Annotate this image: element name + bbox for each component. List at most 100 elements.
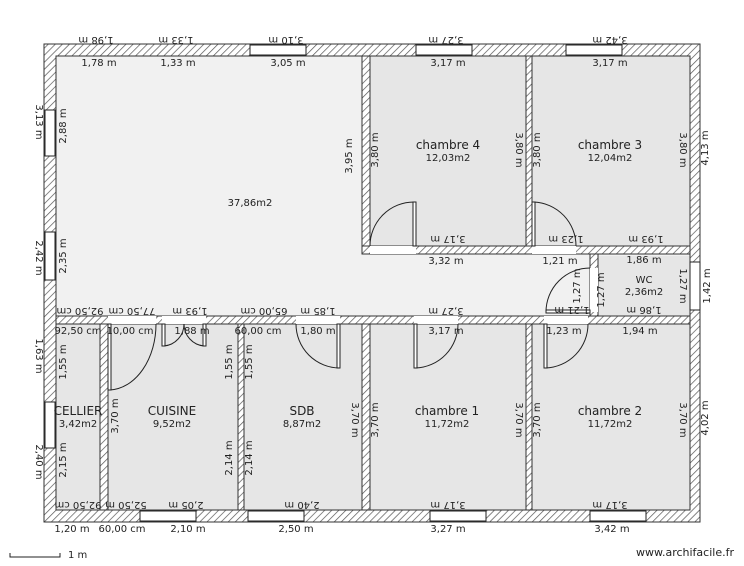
dim-left-outer-3: 1,63 m [33, 338, 44, 373]
wall-ch4-left [361, 55, 371, 255]
window-bottom-3 [429, 510, 487, 522]
dim-cuisine-l: 1,55 m [224, 344, 235, 379]
wall-ch1-ch2 [525, 323, 533, 511]
dim-ch3-right: 3,80 m [677, 132, 688, 167]
dim-top-outer-5: 3,42 m [592, 34, 627, 45]
dim-bot-inner-4: 2,40 m [284, 499, 319, 510]
dim-sdb-l: 1,55 m [244, 344, 255, 379]
dim-right-outer-2: 1,42 m [702, 268, 713, 303]
dim-mid1-3: 1,93 m [172, 305, 207, 316]
dim-bottom-outer-3: 2,10 m [170, 524, 205, 535]
dim-left-outer-1: 3,13 m [33, 104, 44, 139]
scale-label: 1 m [68, 550, 87, 561]
name-cuisine: CUISINE [148, 404, 196, 418]
name-sdb: SDB [289, 404, 314, 418]
area-wc: 2,36m2 [625, 287, 663, 298]
dim-mid1-4: 65,00 cm [240, 305, 287, 316]
door-wc [545, 267, 598, 314]
dim-ch3-bottom-a: 1,23 m [548, 233, 583, 244]
window-left-3 [44, 401, 56, 449]
area-chambre2: 11,72m2 [588, 419, 633, 430]
dim-left-inner-3: 1,55 m [58, 344, 69, 379]
dim-left-outer-4: 2,40 m [33, 444, 44, 479]
dim-mid1-5: 1,85 m [300, 305, 335, 316]
room-cellier [56, 324, 100, 510]
door-ch3 [531, 201, 577, 254]
area-cuisine: 9,52m2 [153, 419, 191, 430]
dim-cellier-v: 3,70 m [110, 398, 121, 433]
wall-cellier [99, 323, 109, 511]
dim-ch2-l: 3,70 m [532, 402, 543, 437]
area-chambre3: 12,04m2 [588, 153, 633, 164]
dim-mid1-6: 3,27 m [428, 305, 463, 316]
name-chambre3: chambre 3 [578, 138, 642, 152]
dim-ch4-inner-left: 3,80 m [370, 132, 381, 167]
room-chambre2 [532, 324, 690, 510]
dim-mid2-6: 3,17 m [428, 326, 463, 337]
dim-left-inner-2: 2,35 m [58, 238, 69, 273]
dim-right-outer-3: 4,02 m [700, 400, 711, 435]
dim-ch4-bottom: 3,17 m [430, 233, 465, 244]
dim-bottom-outer-5: 3,27 m [430, 524, 465, 535]
dim-ch4-outer-left: 3,95 m [344, 138, 355, 173]
room-cuisine [108, 324, 238, 510]
dim-sdb-r: 3,70 m [349, 402, 360, 437]
dim-corridor-127b: 1,27 m [596, 272, 607, 307]
dim-mid2-4: 60,00 cm [234, 326, 281, 337]
window-top-1 [249, 44, 307, 56]
dim-bottom-outer-6: 3,42 m [594, 524, 629, 535]
wall-mid [55, 315, 691, 325]
area-chambre4: 12,03m2 [426, 153, 471, 164]
door-ch2 [543, 316, 589, 369]
scale-bar [9, 553, 61, 558]
dim-top-outer-1: 1,98 m [78, 34, 113, 45]
door-ch4 [369, 201, 417, 254]
dim-ch3-bottom-b: 1,93 m [628, 233, 663, 244]
dim-cuisine-l2: 2,14 m [224, 440, 235, 475]
dim-mid2-3: 1,88 m [174, 326, 209, 337]
dim-top-inner-4: 3,17 m [430, 58, 465, 69]
dim-bot-inner-2: 52,50 m [105, 499, 147, 510]
dim-corridor-332: 3,32 m [428, 256, 463, 267]
dim-ch2-r: 3,70 m [677, 402, 688, 437]
dim-sdb-l2: 2,14 m [244, 440, 255, 475]
name-wc: WC [636, 275, 653, 286]
dim-top-inner-5: 3,17 m [592, 58, 627, 69]
dim-wc-right: 1,27 m [677, 268, 688, 303]
dim-bot-inner-1: 92,50 cm [54, 499, 101, 510]
window-left-1 [44, 109, 56, 157]
name-chambre1: chambre 1 [415, 404, 479, 418]
dim-bot-inner-5: 3,17 m [430, 499, 465, 510]
dim-left-inner-4: 2,15 m [58, 442, 69, 477]
dim-mid2-2: 10,00 cm [106, 326, 153, 337]
dim-corridor-127a: 1,27 m [572, 268, 583, 303]
window-top-3 [565, 44, 623, 56]
dim-ch4-inner-right: 3,80 m [513, 132, 524, 167]
dim-ch1-l: 3,70 m [370, 402, 381, 437]
dim-mid1-2: 77,50 cm [108, 305, 155, 316]
room-sdb [244, 324, 362, 510]
dim-left-inner-1: 2,88 m [58, 108, 69, 143]
credit-text: www.archifacile.fr [636, 546, 734, 559]
window-bottom-1 [139, 510, 197, 522]
door-cuisine [107, 316, 157, 391]
dim-top-outer-4: 3,27 m [428, 34, 463, 45]
window-right-1 [689, 261, 701, 311]
window-top-2 [415, 44, 473, 56]
dim-wc-top: 1,86 m [626, 255, 661, 266]
dim-ch1-r: 3,70 m [513, 402, 524, 437]
dim-mid2-1: 92,50 cm [54, 326, 101, 337]
room-chambre1 [370, 324, 526, 510]
door-cuisine-double [161, 316, 207, 347]
dim-bot-inner-3: 2,05 m [168, 499, 203, 510]
window-bottom-4 [589, 510, 647, 522]
window-bottom-2 [247, 510, 305, 522]
outer-wall [43, 43, 701, 523]
room-wc [598, 256, 690, 316]
dim-wc-bottom: 1,86 m [626, 304, 661, 315]
dim-bottom-outer-1: 1,20 m [54, 524, 89, 535]
dim-top-outer-2: 1,33 m [158, 34, 193, 45]
dim-ch3-left: 3,80 m [532, 132, 543, 167]
